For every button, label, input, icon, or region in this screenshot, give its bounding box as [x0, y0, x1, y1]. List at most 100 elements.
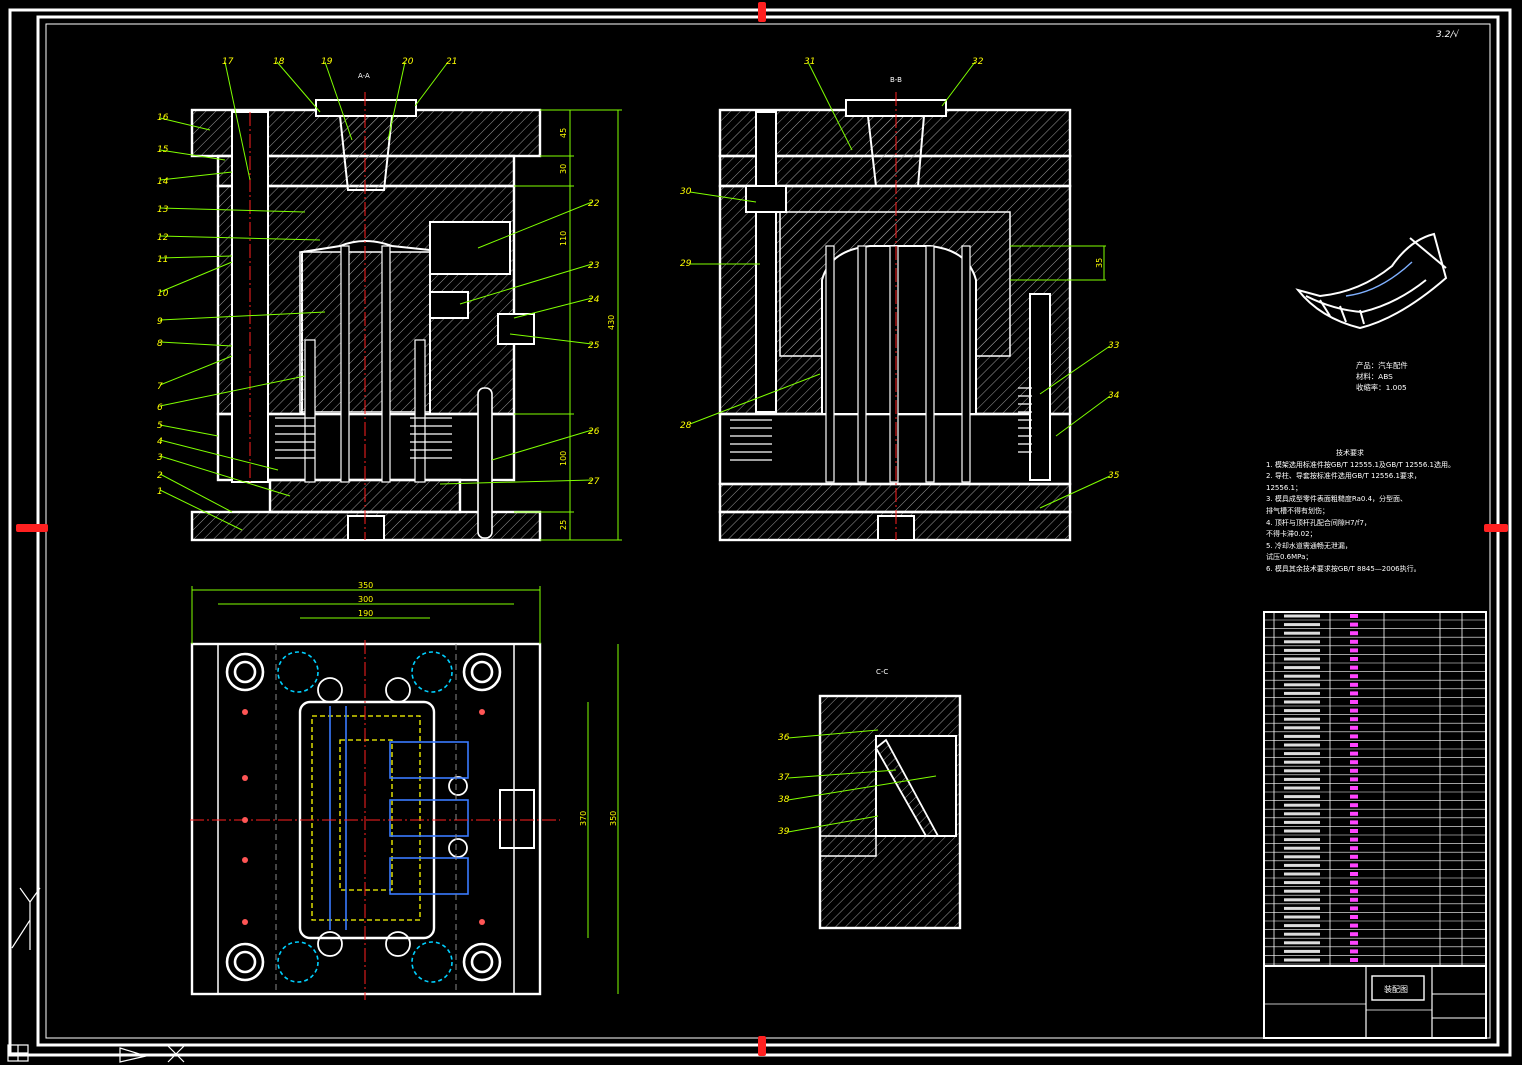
table-row-text: [1284, 846, 1320, 850]
product-info: 产品：汽车配件 材料：ABS 收缩率：1.005: [1356, 360, 1408, 393]
part-number-label: 30: [680, 187, 692, 197]
corner-mark: 3.2/√: [1436, 30, 1460, 40]
table-row-text: [1284, 932, 1320, 936]
detail-view-cc: C-C: [787, 668, 962, 930]
product-info-line: 材料：ABS: [1356, 372, 1393, 381]
dimension-label: 370: [579, 811, 588, 826]
table-row-text: [1284, 717, 1320, 721]
table-row-mark: [1350, 700, 1358, 704]
tech-note: 排气槽不得有划伤；: [1266, 506, 1329, 515]
table-row-mark: [1350, 622, 1358, 627]
technical-requirements: 技术要求 1. 模架选用标准件按GB/T 12555.1及GB/T 12556.…: [1266, 448, 1466, 576]
tech-note: 3. 模具成型零件表面粗糙度Ra0.4，分型面、: [1266, 495, 1408, 504]
table-row-text: [1284, 743, 1320, 747]
part-number-label: 38: [778, 795, 790, 805]
tech-note: 不得卡滞0.02；: [1266, 530, 1317, 539]
part-number-label: 27: [588, 477, 600, 487]
table-row-mark: [1350, 631, 1358, 636]
table-row-mark: [1350, 940, 1358, 945]
product-info-line: 产品：汽车配件: [1356, 361, 1408, 370]
table-row-mark: [1350, 837, 1358, 842]
dimension-label: 350: [609, 811, 618, 826]
part-number-label: 28: [680, 421, 692, 431]
table-row-text: [1284, 691, 1320, 695]
table-row-mark: [1350, 794, 1358, 799]
table-row-text: [1284, 855, 1320, 859]
table-row-mark: [1350, 915, 1358, 919]
section-label-cc: C-C: [876, 668, 888, 676]
table-row-text: [1284, 709, 1320, 713]
table-row-text: [1284, 760, 1320, 764]
table-row-text: [1284, 829, 1320, 833]
table-row-mark: [1350, 674, 1358, 679]
tech-note: 4. 顶杆与顶杆孔配合间隙H7/f7，: [1266, 518, 1371, 527]
table-row-text: [1284, 726, 1320, 730]
section-label-aa: A-A: [358, 72, 370, 80]
center-mark-bottom: [758, 1036, 766, 1056]
center-mark-top: [758, 2, 766, 22]
dimension-label: 25: [559, 520, 568, 530]
table-row-mark: [1350, 906, 1358, 911]
table-row-text: [1284, 683, 1320, 687]
section-label-bb: B-B: [890, 76, 902, 84]
part-number-label: 26: [588, 427, 600, 437]
table-row-text: [1284, 949, 1320, 953]
table-row-text: [1284, 941, 1320, 945]
table-row-mark: [1350, 614, 1358, 618]
part-number-label: 8: [157, 339, 163, 349]
table-row-mark: [1350, 648, 1358, 653]
table-row-text: [1284, 734, 1320, 738]
center-mark-left: [16, 524, 48, 532]
dimension-label: 300: [358, 595, 373, 604]
part-number-label: 29: [680, 259, 692, 269]
table-row-text: [1284, 915, 1320, 919]
table-row-mark: [1350, 923, 1358, 928]
table-row-mark: [1350, 751, 1358, 756]
table-row-text: [1284, 769, 1320, 773]
table-row-text: [1284, 674, 1320, 678]
part-number-label: 32: [972, 57, 984, 67]
table-row-text: [1284, 786, 1320, 790]
part-number-label: 17: [222, 57, 234, 67]
table-row-mark: [1350, 897, 1358, 902]
table-row-mark: [1350, 846, 1358, 851]
table-row-text: [1284, 906, 1320, 910]
table-row-mark: [1350, 889, 1358, 894]
table-row-mark: [1350, 829, 1358, 833]
table-row-mark: [1350, 932, 1358, 937]
dimension-label: 30: [559, 164, 568, 174]
part-number-label: 37: [778, 773, 790, 783]
part-number-label: 10: [157, 289, 169, 299]
table-row-mark: [1350, 657, 1358, 661]
tech-note: 5. 冷却水道需通畅无泄漏，: [1266, 541, 1352, 550]
table-row-text: [1284, 623, 1320, 627]
part-number-label: 16: [157, 113, 169, 123]
dimension-label: 45: [559, 128, 568, 138]
table-row-mark: [1350, 854, 1358, 859]
table-row-mark: [1350, 639, 1358, 644]
part-number-label: 9: [157, 317, 163, 327]
table-row-mark: [1350, 725, 1358, 730]
part-number-label: 35: [1108, 471, 1120, 481]
part-number-label: 25: [588, 341, 600, 351]
table-row-text: [1284, 803, 1320, 807]
tech-title: 技术要求: [1336, 449, 1364, 457]
part-number-label: 22: [588, 199, 600, 209]
part-number-label: 7: [157, 382, 163, 392]
dimension-label: 100: [559, 451, 568, 466]
part-number-label: 39: [778, 827, 790, 837]
table-row-mark: [1350, 863, 1358, 868]
table-row-text: [1284, 872, 1320, 876]
tech-note: 试压0.6MPa；: [1266, 553, 1313, 562]
part-number-label: 11: [157, 255, 168, 265]
table-row-mark: [1350, 958, 1358, 962]
table-row-mark: [1350, 872, 1358, 876]
tech-note: 6. 模具其余技术要求按GB/T 8845—2006执行。: [1266, 564, 1421, 573]
table-row-mark: [1350, 717, 1358, 722]
parts-list-table: [1263, 611, 1487, 967]
part-number-label: 13: [157, 205, 169, 215]
dimension-label: 110: [559, 231, 568, 246]
table-row-text: [1284, 777, 1320, 781]
table-row-text: [1284, 820, 1320, 824]
table-row-text: [1284, 924, 1320, 928]
